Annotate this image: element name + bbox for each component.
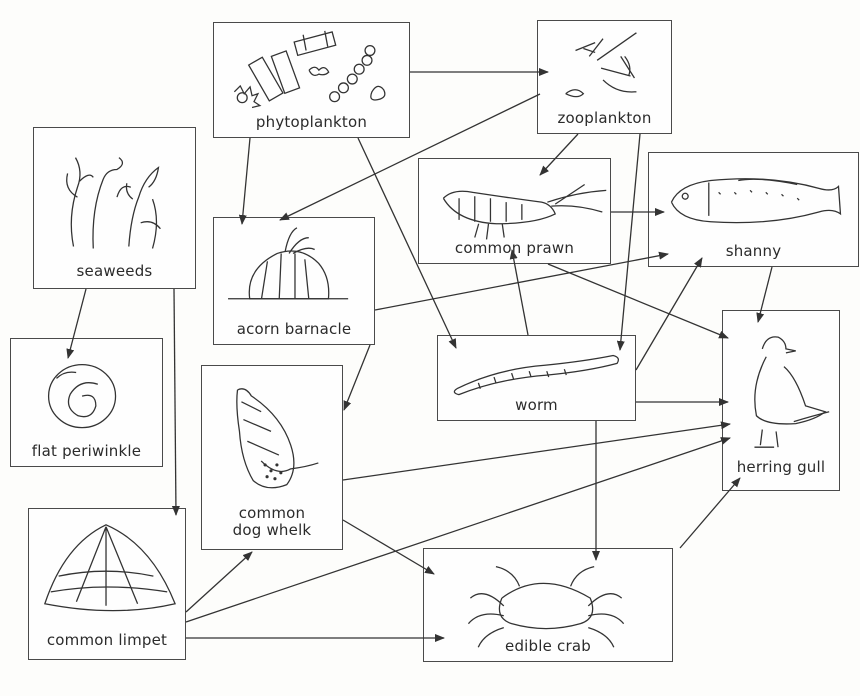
zooplankton-icon [565,32,637,98]
worm-label: worm [515,396,558,414]
node-acorn-barnacle: acorn barnacle [213,217,375,345]
worm-icon [453,354,619,396]
node-common-dog-whelk: common dog whelk [201,365,343,550]
common-dog-whelk-label: common dog whelk [202,505,342,539]
common-limpet-label: common limpet [46,631,168,649]
acorn-barnacle-label: acorn barnacle [236,320,352,338]
node-shanny: shanny [648,152,859,267]
flat-periwinkle-label: flat periwinkle [31,442,142,460]
node-flat-periwinkle: flat periwinkle [10,338,163,467]
edible-crab-label: edible crab [505,637,591,655]
node-herring-gull: herring gull [722,310,840,491]
seaweeds-label: seaweeds [76,262,153,280]
seaweed-icon [66,157,161,249]
node-worm: worm [437,335,636,421]
common-dog-whelk-label-line1: common [238,504,306,522]
node-common-prawn: common prawn [418,158,611,264]
node-seaweeds: seaweeds [33,127,196,289]
herring-gull-label: herring gull [736,458,826,476]
gull-icon [754,336,830,448]
phytoplankton-label: phytoplankton [255,113,368,131]
common-prawn-label: common prawn [454,239,575,257]
zooplankton-label: zooplankton [557,109,652,127]
limpet-shell-icon [43,524,176,612]
node-zooplankton: zooplankton [537,20,672,134]
node-edible-crab: edible crab [423,548,673,662]
periwinkle-shell-icon [47,363,117,429]
node-common-limpet: common limpet [28,508,186,660]
shanny-label: shanny [725,242,782,260]
fish-icon [670,178,842,224]
common-dog-whelk-label-line2: dog whelk [232,521,312,539]
barnacle-icon [228,227,349,300]
node-phytoplankton: phytoplankton [213,22,410,138]
phytoplankton-icon [233,30,386,109]
